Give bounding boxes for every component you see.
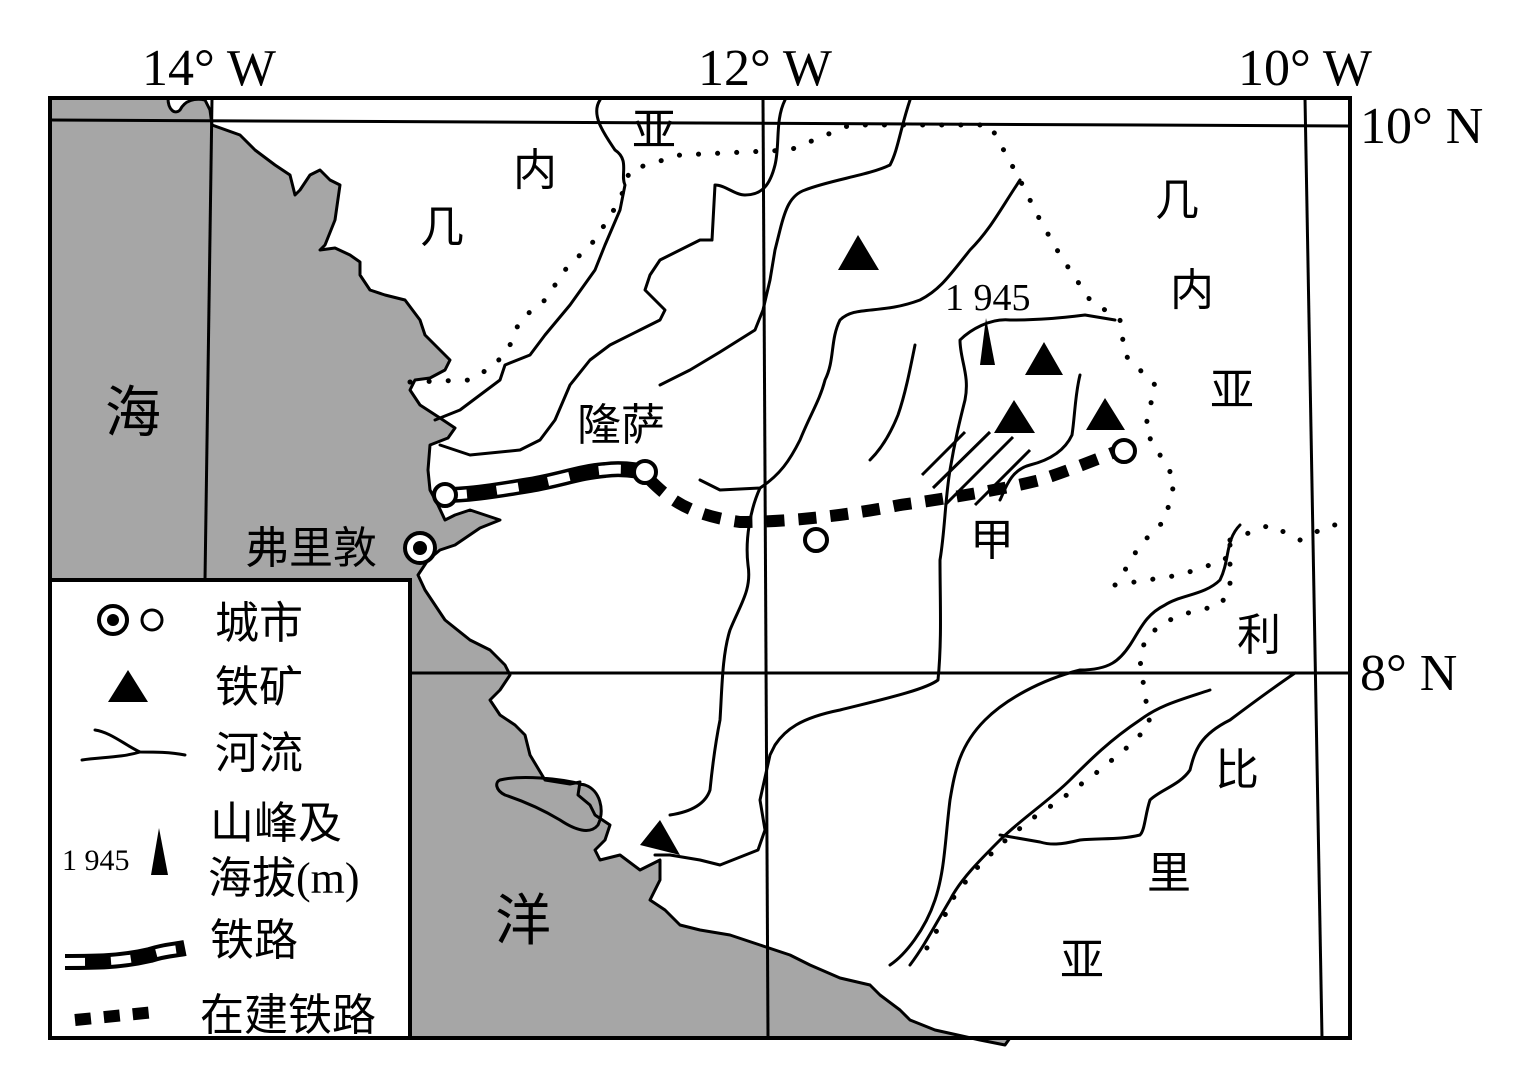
longitude-label-10w: 10° W <box>1238 40 1372 97</box>
legend-label-peak-line2: 海拔(m) <box>208 854 360 903</box>
country-label-guinea-ji: 几 <box>420 203 464 252</box>
legend-railway-icon <box>64 940 187 970</box>
city-lunsar-icon <box>632 459 658 485</box>
iron-mine-icon <box>1025 342 1063 375</box>
latitude-label-8n: 8° N <box>1360 645 1457 702</box>
railway-line <box>444 461 647 503</box>
city-label-freetown: 弗里敦 <box>245 524 377 573</box>
latitude-label-10n: 10° N <box>1360 98 1483 155</box>
country-label-guinea-nei: 内 <box>513 146 557 195</box>
legend-city-icon <box>97 604 164 636</box>
city-icon <box>432 482 458 508</box>
legend-label-peak-line1: 山峰及 <box>210 799 342 848</box>
cities <box>403 438 1137 565</box>
legend-iron-mine-icon <box>108 670 148 702</box>
area-label-jia: 甲 <box>970 516 1014 565</box>
country-label-guinea-east-nei: 内 <box>1170 266 1214 315</box>
iron-mine-icon <box>838 235 879 270</box>
legend-label-railway: 铁路 <box>210 916 298 965</box>
legend-label-city: 城市 <box>215 599 303 648</box>
area-jia-hatching <box>920 430 1032 507</box>
capital-city-freetown-icon <box>403 531 437 565</box>
latitude-line-10n <box>49 118 1351 128</box>
longitude-label-12w: 12° W <box>698 40 832 97</box>
legend-label-river: 河流 <box>215 729 303 778</box>
country-label-liberia-bi: 比 <box>1215 746 1259 795</box>
peak-elevation-label: 1 945 <box>945 277 1031 319</box>
sea-label-hai: 海 <box>105 383 161 445</box>
legend: 城市 铁矿 河流 1 945 山峰及 海拔(m) 铁路 在建铁路 <box>48 578 412 1040</box>
mountain-peak-icon <box>980 318 995 365</box>
country-label-guinea-east-ji: 几 <box>1155 176 1199 225</box>
longitude-line-10w <box>1303 97 1324 1039</box>
legend-peak-icon <box>151 828 168 875</box>
country-label-liberia-li: 利 <box>1237 611 1281 660</box>
iron-mines <box>640 235 1125 855</box>
map-frame <box>48 96 1352 1040</box>
national-borders <box>407 122 1353 963</box>
legend-label-railway-under-construction: 在建铁路 <box>200 991 376 1040</box>
legend-railway-under-construction-icon <box>74 1006 156 1026</box>
rivers <box>433 98 1297 967</box>
legend-river-icon <box>80 728 187 762</box>
sea-label-yang: 洋 <box>495 891 551 953</box>
railway-under-construction-line <box>645 444 1123 529</box>
country-label-guinea-ya: 亚 <box>632 106 676 155</box>
country-label-liberia-li2: 里 <box>1147 849 1191 898</box>
city-label-lunsar: 隆萨 <box>577 401 665 450</box>
longitude-line-12w <box>761 97 770 1039</box>
legend-peak-sample-value: 1 945 <box>62 844 130 877</box>
longitude-line-14w <box>203 97 214 581</box>
city-icon <box>803 527 829 553</box>
iron-mine-icon <box>994 400 1035 433</box>
longitude-label-14w: 14° W <box>142 40 276 97</box>
country-label-guinea-east-ya: 亚 <box>1210 366 1254 415</box>
iron-mine-icon <box>1086 398 1125 430</box>
iron-mine-icon <box>640 820 680 855</box>
city-icon <box>1111 438 1137 464</box>
legend-label-iron-mine: 铁矿 <box>215 663 303 712</box>
country-label-liberia-ya: 亚 <box>1060 936 1104 985</box>
